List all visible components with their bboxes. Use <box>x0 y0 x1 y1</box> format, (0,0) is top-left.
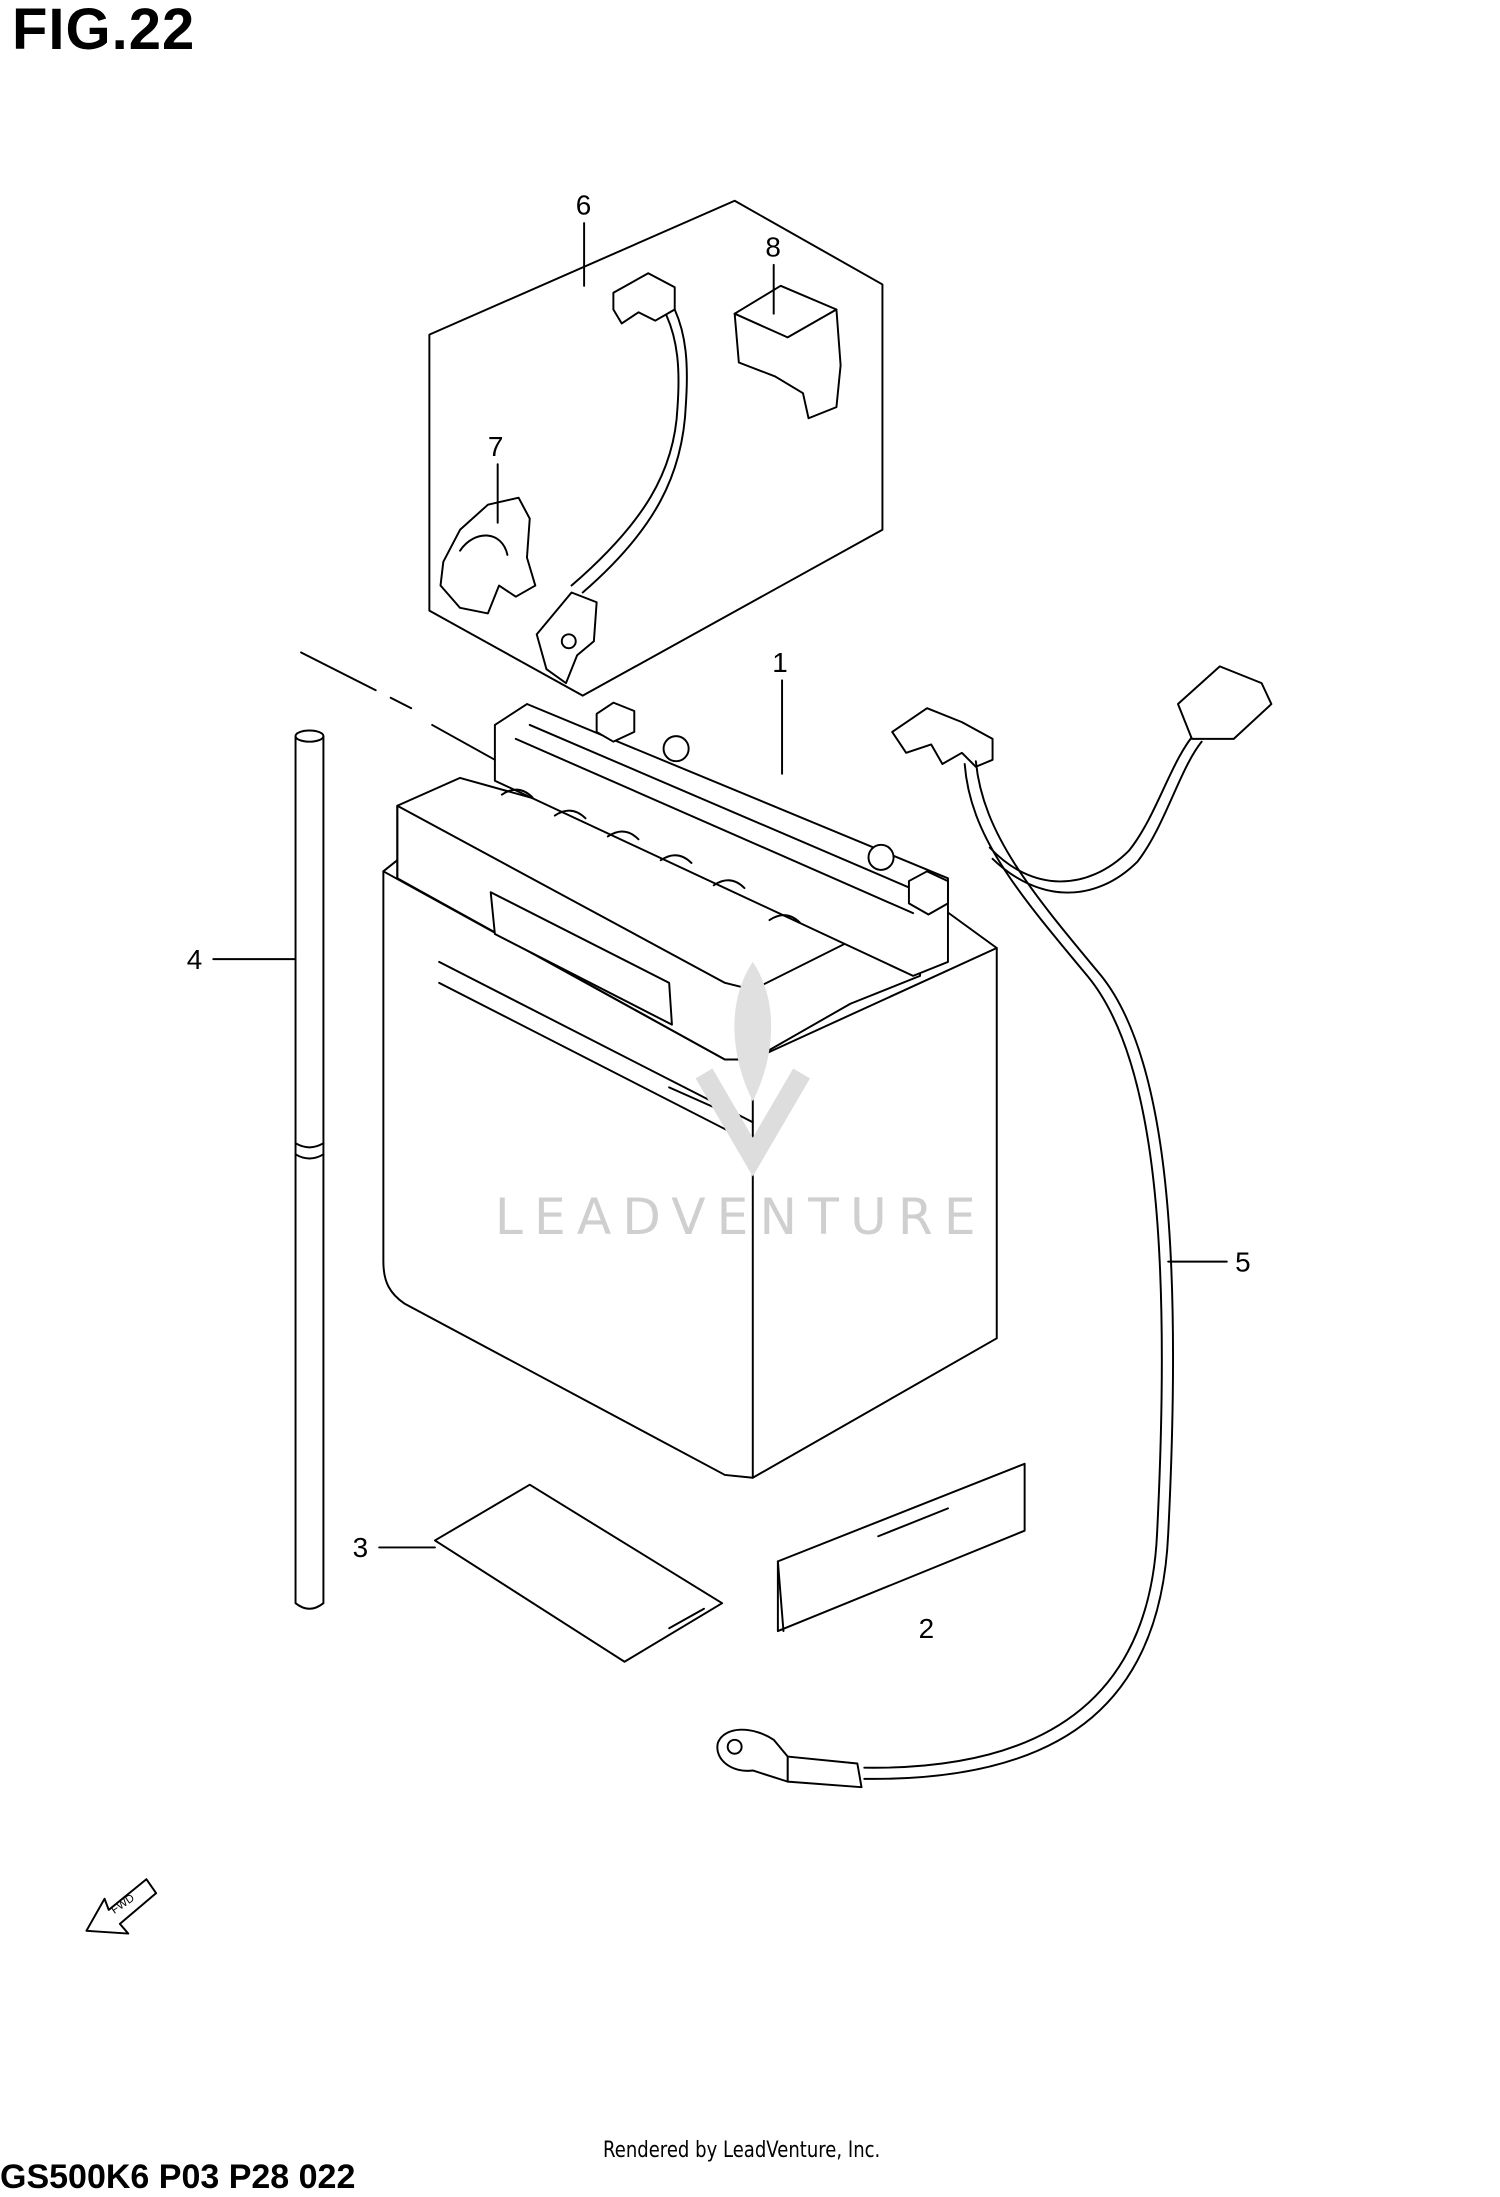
callout-6[interactable]: 6 <box>576 190 592 221</box>
callout-5[interactable]: 5 <box>1235 1246 1251 1277</box>
callout-7[interactable]: 7 <box>488 431 504 462</box>
callout-3[interactable]: 3 <box>353 1532 369 1563</box>
part-5-battery-cable[interactable] <box>716 665 1273 1789</box>
callout-2[interactable]: 2 <box>919 1613 935 1644</box>
callout-leaders <box>212 222 1228 1549</box>
callout-1[interactable]: 1 <box>772 647 788 678</box>
forward-arrow-icon: FWD <box>85 1878 158 1935</box>
callout-4[interactable]: 4 <box>187 944 203 975</box>
part-3-label-sheet[interactable] <box>433 1483 724 1663</box>
watermark-text: LEADVENTURE <box>495 1187 987 1246</box>
figure-code: GS500K6 P03 P28 022 <box>0 2158 356 2196</box>
part-2-battery-pad[interactable] <box>776 1462 1026 1633</box>
figure-title: FIG.22 <box>12 0 196 62</box>
part-1-battery[interactable] <box>300 651 998 1479</box>
callout-8[interactable]: 8 <box>765 232 781 263</box>
render-credit: Rendered by LeadVenture, Inc. <box>603 2138 881 2163</box>
part-4-breather-tube[interactable] <box>294 729 325 1610</box>
part-6-terminal-kit[interactable] <box>428 199 884 697</box>
watermark-logo: LEADVENTURE <box>495 961 987 1246</box>
